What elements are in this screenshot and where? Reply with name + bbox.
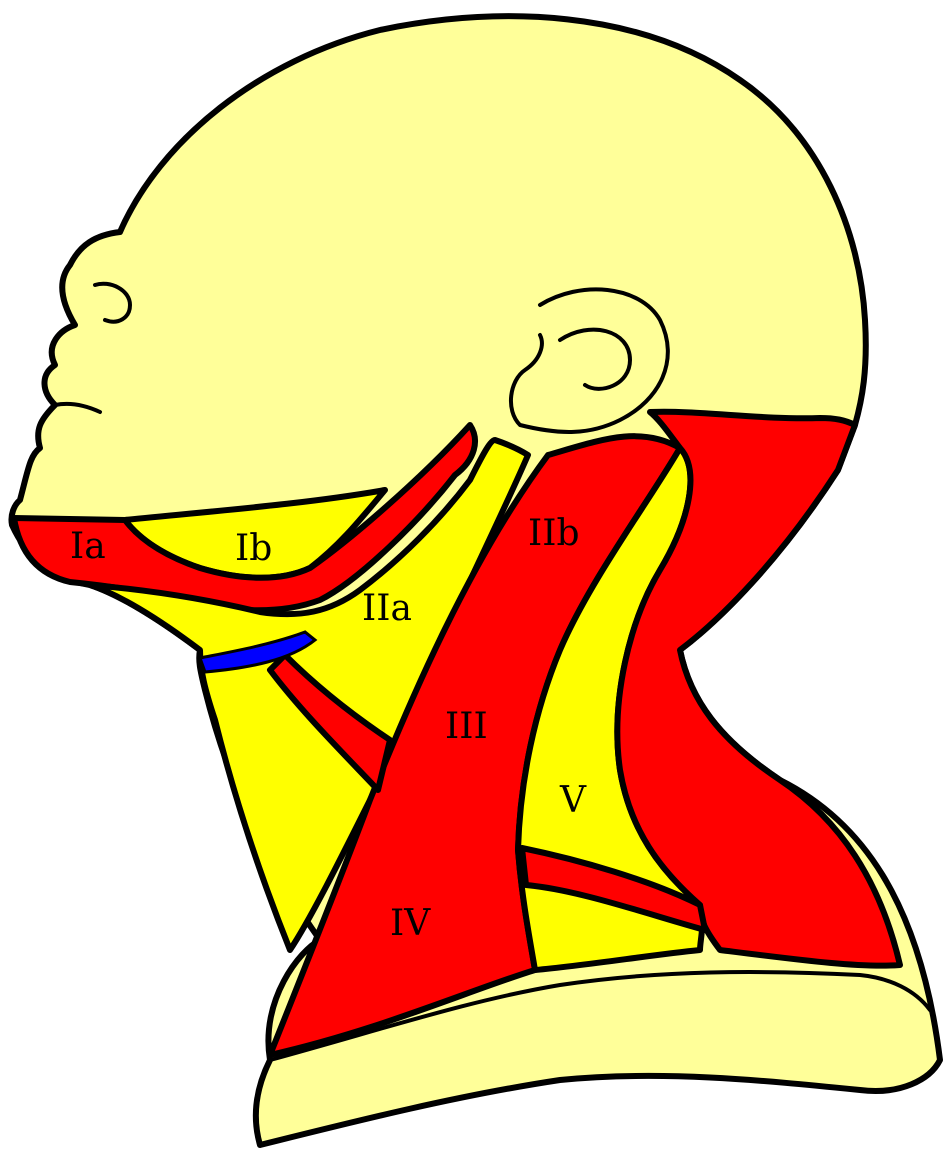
label-level-v: V: [559, 780, 587, 821]
label-level-ia: Ia: [70, 526, 106, 567]
label-level-iib: IIb: [528, 513, 580, 554]
label-level-iia: IIa: [362, 588, 412, 629]
label-level-ib: Ib: [235, 528, 272, 569]
label-level-iv: IV: [390, 903, 431, 944]
label-level-iii: III: [445, 706, 488, 747]
